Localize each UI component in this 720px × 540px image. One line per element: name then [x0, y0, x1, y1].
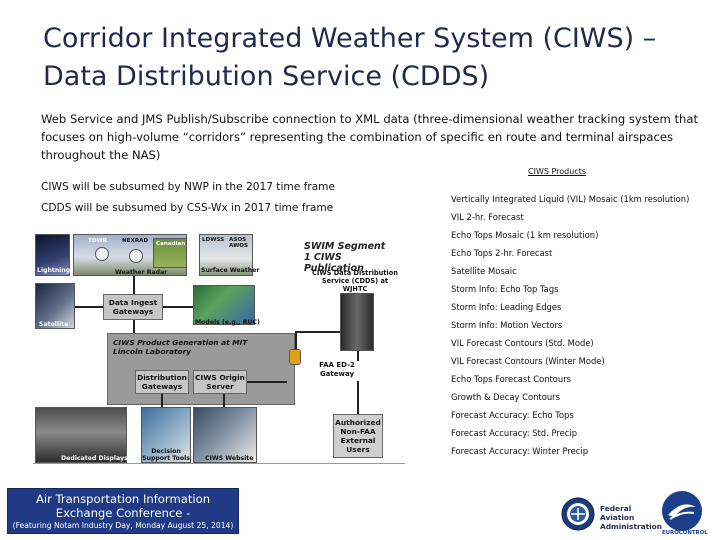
- decision-support-image: [141, 407, 191, 463]
- satellite-image: [35, 283, 75, 329]
- cdds-label: CIWS Data Distribution Service (CDDS) at…: [312, 269, 398, 293]
- conference-banner: Air Transportation Information Exchange …: [7, 488, 239, 534]
- satellite-label: Satellite: [39, 321, 69, 328]
- arrow: [247, 381, 287, 383]
- product-item: Echo Tops Forecast Contours: [451, 374, 572, 384]
- products-heading: CIWS Products: [528, 167, 587, 176]
- banner-line3: (Featuring Notam Industry Day, Monday Au…: [12, 521, 234, 530]
- product-item: VIL 2-hr. Forecast: [451, 212, 524, 222]
- canadian-radar-image: [153, 238, 187, 268]
- arrow: [295, 331, 340, 333]
- faa-gateway-lock-icon: [289, 349, 301, 365]
- slide-title: Corridor Integrated Weather System (CIWS…: [43, 23, 657, 92]
- products-list: Vertically Integrated Liquid (VIL) Mosai…: [451, 190, 689, 460]
- distribution-gateways-box: Distribution Gateways: [135, 370, 189, 394]
- csswx-note: CDDS will be subsumed by CSS-Wx in 2017 …: [41, 202, 334, 214]
- faa-gateway-label: FAA ED-2 Gateway: [319, 361, 355, 378]
- authorized-users-box: Authorized Non-FAA External Users: [333, 414, 383, 458]
- nwp-note: CIWS will be subsumed by NWP in the 2017…: [41, 181, 336, 193]
- ciws-website-label: CIWS Website: [205, 455, 254, 462]
- eurocontrol-logo-icon: [662, 491, 702, 531]
- arrow: [357, 381, 359, 414]
- banner-line2: Exchange Conference -: [55, 506, 191, 520]
- origin-server-box: CIWS Origin Server: [193, 370, 247, 394]
- product-item: Growth & Decay Contours: [451, 392, 560, 402]
- models-image: [193, 285, 255, 325]
- product-generation-label: CIWS Product Generation at MIT Lincoln L…: [113, 338, 248, 356]
- asos-label: ASOS AWOS: [229, 237, 249, 249]
- product-item: VIL Forecast Contours (Winter Mode): [451, 356, 605, 366]
- data-ingest-gateways-box: Data Ingest Gateways: [103, 294, 163, 320]
- lightning-label: Lightning: [37, 267, 71, 274]
- lightning-image: [35, 234, 70, 276]
- weather-radar-label: Weather Radar: [115, 269, 168, 276]
- arrow: [133, 320, 135, 333]
- arrow: [133, 276, 135, 294]
- tdwr-label: TDWR: [88, 238, 107, 244]
- faa-seal-icon: [561, 497, 595, 531]
- banner-line1: Air Transportation Information: [35, 492, 211, 506]
- product-item: Satellite Mosaic: [451, 266, 517, 276]
- radar-dome-icon: [129, 249, 143, 263]
- arrow: [295, 331, 297, 349]
- product-item: Forecast Accuracy: Echo Tops: [451, 410, 574, 420]
- arrow: [223, 394, 225, 407]
- product-item: VIL Forecast Contours (Std. Mode): [451, 338, 594, 348]
- decision-support-label: Decision Support Tools: [142, 448, 190, 462]
- product-item: Forecast Accuracy: Winter Precip: [451, 446, 589, 456]
- eurocontrol-label: EUROCONTROL: [662, 530, 708, 536]
- ldwss-label: LDWSS: [202, 237, 225, 243]
- canadian-label: Canadian: [156, 241, 186, 247]
- surface-weather-label: Surface Weather: [201, 267, 260, 274]
- arrow: [161, 394, 163, 407]
- surface-weather-image: [199, 234, 253, 276]
- arrow: [163, 306, 193, 308]
- radar-dome-icon: [95, 247, 109, 261]
- product-item: Storm Info: Echo Top Tags: [451, 284, 559, 294]
- arrow: [75, 306, 103, 308]
- product-item: Echo Tops Mosaic (1 km resolution): [451, 230, 599, 240]
- models-label: Models (e.g., RUC): [195, 319, 260, 326]
- product-item: Vertically Integrated Liquid (VIL) Mosai…: [451, 194, 690, 204]
- ciws-architecture-diagram: Lightning TDWR NEXRAD Weather Radar Cana…: [33, 231, 405, 464]
- product-item: Echo Tops 2-hr. Forecast: [451, 248, 553, 258]
- ciws-website-image: [193, 407, 257, 463]
- nexrad-label: NEXRAD: [122, 238, 149, 244]
- dedicated-displays-image: [35, 407, 127, 463]
- product-item: Storm Info: Leading Edges: [451, 302, 562, 312]
- dedicated-displays-label: Dedicated Displays: [61, 455, 128, 462]
- intro-paragraph: Web Service and JMS Publish/Subscribe co…: [41, 112, 699, 162]
- product-item: Storm Info: Motion Vectors: [451, 320, 563, 330]
- swim-heading: SWIM Segment 1 CIWS Publication: [304, 241, 386, 274]
- faa-name: Federal Aviation Administration: [600, 504, 663, 531]
- cdds-server-image: [340, 293, 374, 351]
- product-item: Forecast Accuracy: Std. Precip: [451, 428, 578, 438]
- arrow: [357, 351, 359, 361]
